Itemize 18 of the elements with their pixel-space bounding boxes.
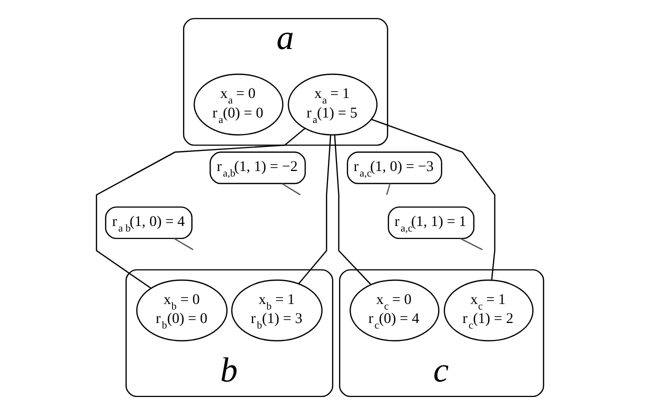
node-ellipse: x$_{c}$ = 0 r$_{c}$(0) = 4 <box>349 280 439 342</box>
node-ellipse: x$_{b}$ = 0 r$_{b}$(0) = 0 <box>136 280 228 342</box>
connector <box>370 118 495 280</box>
node-box: r$_{a,b}$(1, 1) = −2 <box>209 152 306 184</box>
node-ellipse: x$_{a}$ = 1 r$_{a}$(1) = 5 <box>287 74 378 136</box>
connector <box>460 238 482 250</box>
connector <box>173 238 193 250</box>
node-ellipse: x$_{c}$ = 1 r$_{c}$(1) = 2 <box>443 280 534 342</box>
connector <box>386 183 390 195</box>
node-box: r$_{a b}$(1, 0) = 4 <box>104 206 192 240</box>
node-box: r$_{a,c}$(1, 0) = −3 <box>346 152 442 184</box>
node-box: r$_{a,c}$(1, 1) = 1 <box>387 206 474 240</box>
connector <box>334 134 371 285</box>
connector <box>281 183 300 196</box>
node-ellipse: x$_{b}$ = 1 r$_{b}$(1) = 3 <box>230 280 322 342</box>
node-ellipse: x$_{a}$ = 0 r$_{a}$(0) = 0 <box>193 74 283 136</box>
connector <box>95 128 305 289</box>
connector <box>298 134 331 284</box>
